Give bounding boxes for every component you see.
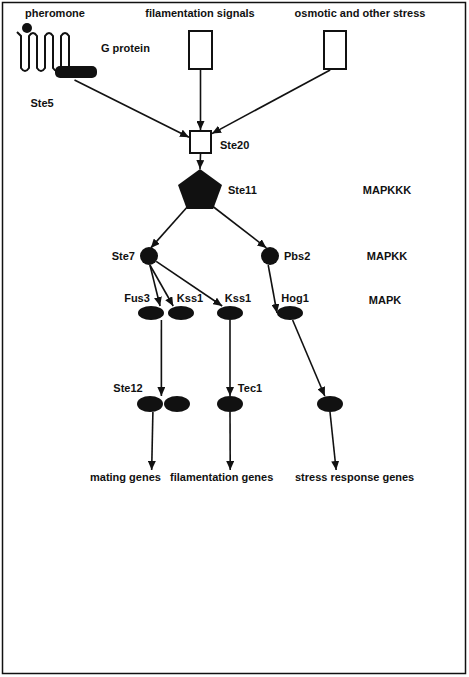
gene-output: stress response genes [293,470,416,485]
arrow-connector [293,320,325,396]
arrow-connector [229,320,231,396]
signal-box-outline [323,30,347,70]
signal-box: filamentation signals [188,30,213,70]
arrow-connector [75,80,190,137]
box-border [189,31,212,69]
node-label: Ste20 [220,139,249,152]
tier-label: MAPKK [365,250,409,263]
node-label: Pbs2 [284,250,310,263]
mapk-oval: Fus3 [138,306,164,320]
mapk-oval-outline [138,306,164,320]
oval-shape [138,306,164,320]
output-label: filamentation genes [168,470,275,485]
node-label: Ste12 [113,382,142,395]
node-label: osmotic and other stress [295,7,426,20]
frame-border [3,3,466,674]
signal-box: osmotic and other stress [323,30,347,70]
arrow-connector [229,412,231,470]
node-label: Kss1 [177,292,203,305]
node-label: Fus3 [124,292,150,305]
factor-dimer-outline [137,396,190,412]
factor-oval-outline [317,396,343,412]
arrow-connector [151,205,189,248]
mapk-oval-outline [217,306,243,320]
oval-shape [261,247,279,265]
output-label: stress response genes [293,470,416,485]
node-label: filamentation signals [145,7,254,20]
factor-dimer: Ste12 [137,396,190,412]
kinase-box-outline [189,130,212,154]
node-label: Ste11 [228,184,257,197]
mapk-oval: Kss1 [168,306,194,320]
arrow-connector [268,265,277,313]
mapk-oval: Kss1 [217,306,243,320]
box-border [190,131,211,153]
mapk-oval-outline [277,306,303,320]
factor-oval: Tec1 [217,396,243,412]
tier-label: MAPKKK [361,184,413,197]
gene-output: filamentation genes [168,470,275,485]
ligand-dot [22,23,32,33]
output-label: mating genes [88,470,163,485]
arrow-connector [161,320,163,396]
kinase-circle: Pbs2 [261,247,279,265]
node-label: Hog1 [281,292,309,305]
oval-shape [217,306,243,320]
pentagon-shape [178,169,222,209]
kinase-circle: Ste7 [140,247,158,265]
box-border [324,31,346,69]
oval-shape [217,396,243,412]
oval-shape [317,396,343,412]
kinase-pentagon: Ste11 [178,169,222,209]
receptor-icon: pheromoneG protein [15,22,100,80]
node-label: G protein [101,42,150,55]
node-label: Ste7 [112,250,135,263]
signal-box-outline [188,30,213,70]
node-label: Kss1 [225,292,251,305]
node-label: pheromone [25,7,85,20]
tier-label: MAPK [367,294,403,307]
receptor-icon-outline [15,22,100,80]
oval-shape [164,396,190,412]
edge-label: Ste5 [28,97,55,110]
kinase-pentagon-outline [178,169,222,209]
mapk-oval-outline [168,306,194,320]
arrow-connector [150,265,160,306]
node-label: Tec1 [238,382,262,395]
arrow-connector [152,412,153,470]
mapk-oval: Hog1 [277,306,303,320]
factor-oval-outline [217,396,243,412]
oval-shape [168,306,194,320]
arrow-connector [200,70,202,130]
g-protein-shape [55,66,97,78]
oval-shape [277,306,303,320]
arrow-connector [330,412,336,470]
kinase-circle-outline [140,247,158,265]
arrow-connector [199,154,201,169]
arrow-connector [156,261,222,306]
arrow-connector [212,70,330,134]
oval-shape [137,396,163,412]
oval-shape [140,247,158,265]
kinase-circle-outline [261,247,279,265]
gene-output: mating genes [88,470,163,485]
arrow-connector [211,205,266,248]
factor-oval [317,396,343,412]
kinase-box: Ste20 [189,130,212,154]
